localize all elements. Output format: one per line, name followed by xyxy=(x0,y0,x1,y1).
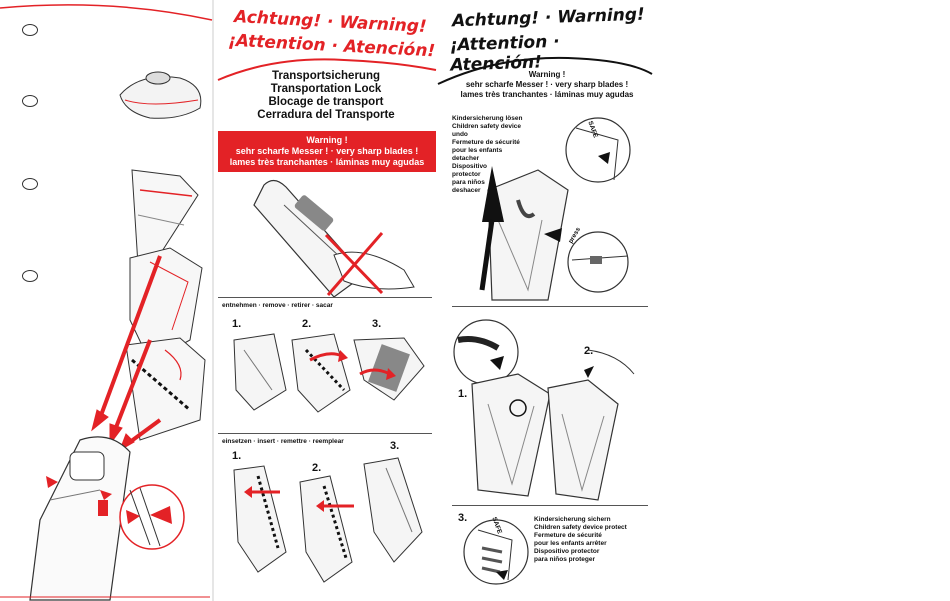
undo-text: Kindersicherung lösen Children safety de… xyxy=(452,115,532,195)
undo-line-es-2: protector xyxy=(452,171,481,178)
left-illustration xyxy=(0,0,214,601)
middle-panel: Achtung! · Warning! ¡Attention · Atenció… xyxy=(214,0,438,601)
insert-step-2: 2. xyxy=(312,462,322,474)
protect-line-fr-1: Fermeture de sécurité xyxy=(534,532,602,539)
right-divider-1 xyxy=(452,306,648,307)
remove-step-2: 2. xyxy=(302,318,312,330)
undo-line-fr-3: detacher xyxy=(452,155,480,162)
zoom-circle xyxy=(119,484,185,550)
right-warning: Warning ! sehr scharfe Messer ! · very s… xyxy=(438,70,656,100)
undo-line-en: Children safety device undo xyxy=(452,123,521,138)
insert-label: einsetzen · insert · remettre · reemplea… xyxy=(222,438,344,445)
undo-line-de: Kindersicherung lösen xyxy=(452,115,523,122)
remove-step-1: 1. xyxy=(232,318,242,330)
protect-line-de: Kindersicherung sichern xyxy=(534,516,611,523)
undo-line-es-3: para niños xyxy=(452,179,485,186)
lock-step-2: 2. xyxy=(584,345,594,357)
warning-box-title: Warning ! xyxy=(306,135,348,145)
title-de: Transportsicherung xyxy=(272,70,380,82)
undo-line-fr-2: pour les enfants xyxy=(452,147,503,154)
left-panel xyxy=(0,0,214,601)
right-warning-line2: lames très tranchantes · láminas muy agu… xyxy=(460,90,634,99)
insert-steps-illustration xyxy=(233,457,423,583)
remove-steps-illustration xyxy=(233,333,425,413)
insert-arrows xyxy=(91,255,162,452)
title-es: Cerradura del Transporte xyxy=(257,109,395,121)
mid-header-curve xyxy=(217,58,437,81)
title-en: Transportation Lock xyxy=(270,83,382,95)
do-not-touch-illustration xyxy=(253,179,415,298)
blade-insert-1 xyxy=(131,169,199,271)
slicer-body xyxy=(29,436,131,601)
protect-text: Kindersicherung sichern Children safety … xyxy=(534,516,654,564)
binder-hole-1 xyxy=(22,24,38,36)
transport-lock-title: Transportsicherung Transportation Lock B… xyxy=(214,70,438,122)
remove-step-3: 3. xyxy=(372,318,382,330)
right-header-curve xyxy=(437,56,653,85)
warning-box-line1: sehr scharfe Messer ! · very sharp blade… xyxy=(235,146,419,156)
right-panel: Achtung! · Warning! ¡Attention · Atenció… xyxy=(437,0,656,601)
lock-step-1: 1. xyxy=(458,388,468,400)
undo-illustration xyxy=(479,117,631,301)
lock-steps-illustration xyxy=(453,319,635,501)
device-top-icon xyxy=(119,71,202,119)
binder-hole-2 xyxy=(22,95,38,107)
protect-line-fr-2: pour les enfants arrêter xyxy=(534,540,607,547)
undo-line-fr-1: Fermeture de sécurité xyxy=(452,139,520,146)
binder-hole-3 xyxy=(22,178,38,190)
warning-box-line2: lames très tranchantes · láminas muy agu… xyxy=(229,157,425,167)
undo-line-es-4: deshacer xyxy=(452,187,481,194)
remove-label: entnehmen · remove · retirer · sacar xyxy=(222,302,333,309)
right-warning-title: Warning ! xyxy=(528,70,566,79)
right-warning-line1: sehr scharfe Messer ! · very sharp blade… xyxy=(465,80,629,89)
undo-line-es-1: Dispositivo xyxy=(452,163,488,170)
protect-line-es-2: para niños proteger xyxy=(534,556,596,563)
divider-2 xyxy=(218,433,432,434)
protect-line-en: Children safety device protect xyxy=(534,524,627,531)
blade-insert-2 xyxy=(129,247,203,363)
blade-insert-3 xyxy=(125,337,206,441)
divider-1 xyxy=(218,297,432,298)
binder-hole-4 xyxy=(22,270,38,282)
insert-step-1: 1. xyxy=(232,450,242,462)
protect-step: 3. xyxy=(458,512,468,524)
right-divider-2 xyxy=(452,505,648,506)
protect-line-es-1: Dispositivo protector xyxy=(534,548,600,555)
protect-zoom-illustration xyxy=(463,519,529,585)
insert-step-3: 3. xyxy=(390,440,400,452)
title-fr: Blocage de transport xyxy=(268,96,384,108)
warning-box: Warning ! sehr scharfe Messer ! · very s… xyxy=(218,131,436,172)
